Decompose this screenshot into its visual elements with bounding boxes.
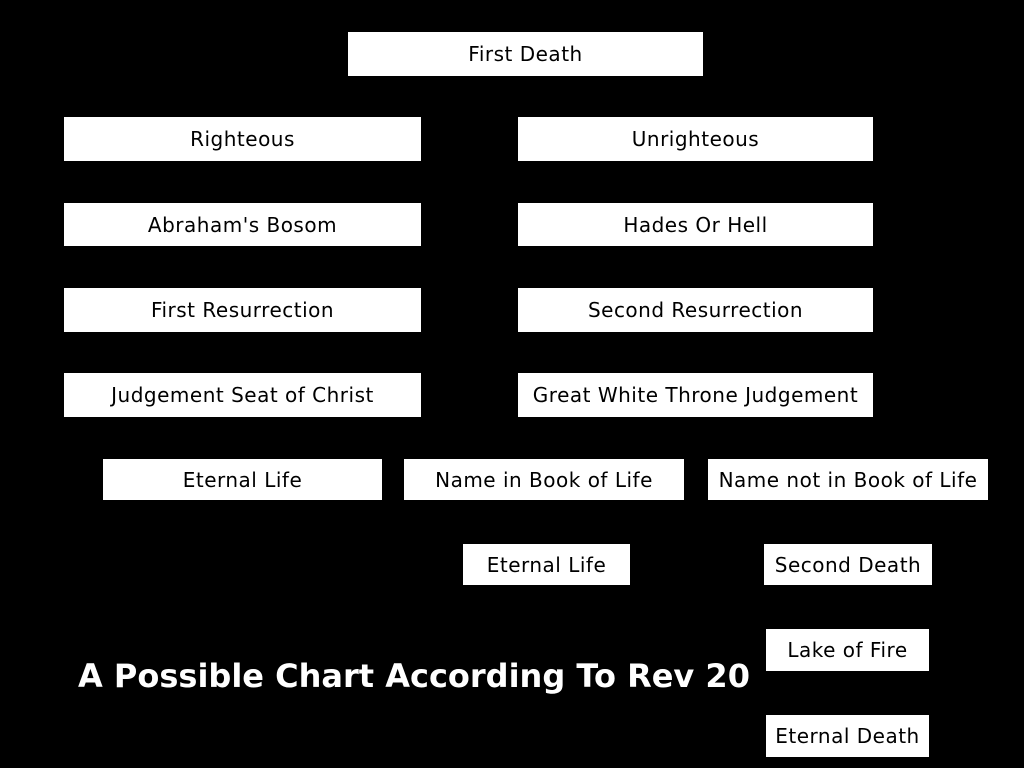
node-second-resurrection: Second Resurrection xyxy=(518,288,873,332)
node-lake-of-fire: Lake of Fire xyxy=(766,629,929,671)
node-great-white-throne-judgement: Great White Throne Judgement xyxy=(518,373,873,417)
node-abrahams-bosom: Abraham's Bosom xyxy=(64,203,421,246)
node-name-in-book-of-life: Name in Book of Life xyxy=(404,459,684,500)
node-hades-or-hell: Hades Or Hell xyxy=(518,203,873,246)
node-righteous: Righteous xyxy=(64,117,421,161)
node-eternal-life-book: Eternal Life xyxy=(463,544,630,585)
node-eternal-death: Eternal Death xyxy=(766,715,929,757)
node-unrighteous: Unrighteous xyxy=(518,117,873,161)
node-second-death: Second Death xyxy=(764,544,932,585)
node-eternal-life-righteous: Eternal Life xyxy=(103,459,382,500)
node-judgement-seat-of-christ: Judgement Seat of Christ xyxy=(64,373,421,417)
diagram-caption: A Possible Chart According To Rev 20 xyxy=(78,657,750,695)
node-first-resurrection: First Resurrection xyxy=(64,288,421,332)
node-first-death: First Death xyxy=(348,32,703,76)
node-name-not-in-book-of-life: Name not in Book of Life xyxy=(708,459,988,500)
